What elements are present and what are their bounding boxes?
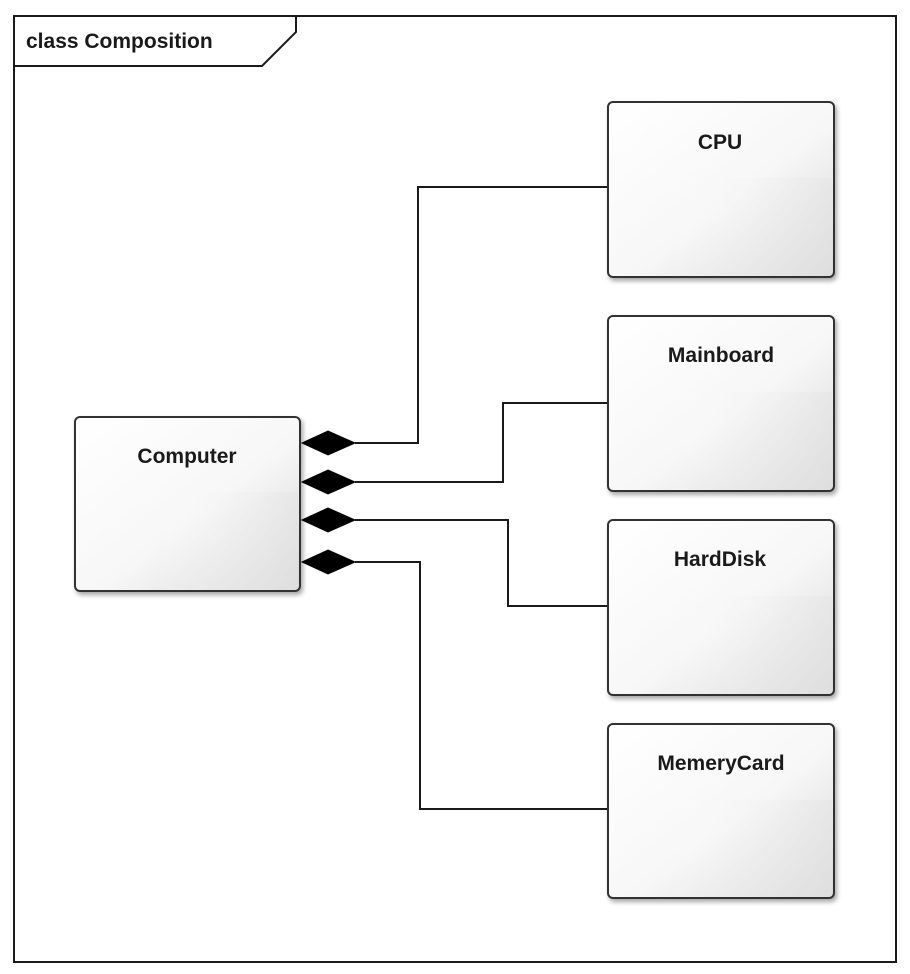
composition-diamond-memerycard — [300, 549, 357, 575]
frame-title-tab — [14, 16, 297, 67]
class-memerycard[interactable]: MemeryCard — [607, 723, 835, 899]
class-name-computer: Computer — [137, 445, 236, 468]
composition-diamond-harddisk — [300, 507, 357, 533]
composition-line-cpu — [355, 186, 608, 444]
class-box-sheen — [662, 178, 832, 276]
class-mainboard[interactable]: Mainboard — [607, 315, 835, 492]
composition-line-mainboard — [355, 402, 608, 483]
class-box-sheen — [662, 392, 832, 490]
composition-line-memerycard — [355, 561, 608, 810]
class-box-sheen — [150, 492, 298, 590]
composition-diamond-cpu — [300, 430, 357, 456]
frame-title: class Composition — [26, 30, 213, 53]
class-box-sheen — [662, 596, 832, 694]
class-cpu[interactable]: CPU — [607, 101, 835, 278]
class-name-harddisk: HardDisk — [674, 548, 767, 571]
composition-diamond-mainboard — [300, 469, 357, 495]
class-name-memerycard: MemeryCard — [657, 752, 784, 775]
class-harddisk[interactable]: HardDisk — [607, 519, 835, 696]
class-computer[interactable]: Computer — [74, 416, 301, 592]
class-name-mainboard: Mainboard — [668, 344, 774, 367]
class-name-cpu: CPU — [698, 131, 742, 154]
composition-line-harddisk — [355, 519, 608, 607]
class-box-sheen — [662, 800, 832, 897]
